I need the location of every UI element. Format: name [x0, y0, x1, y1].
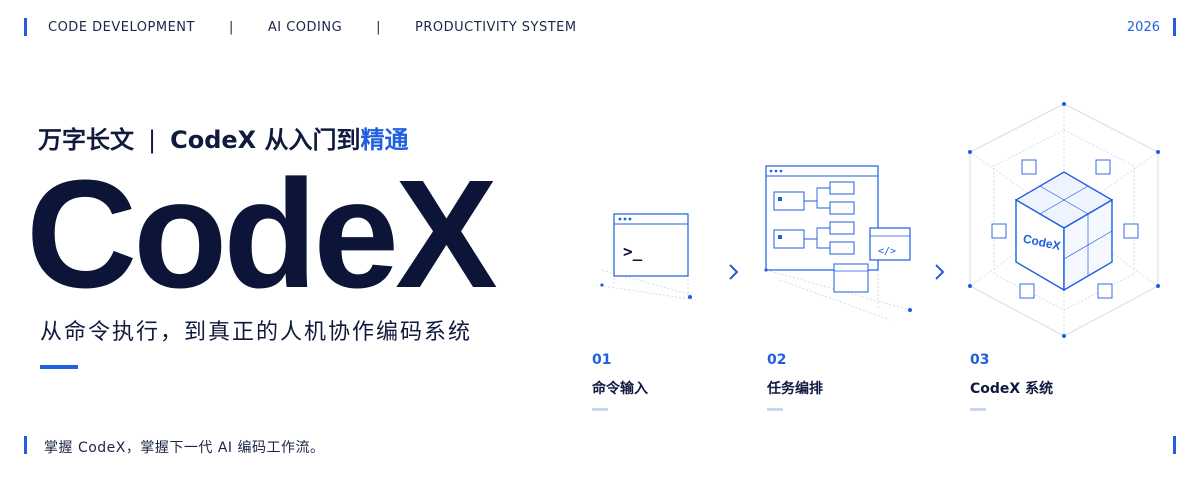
- hero-title: CodeX: [26, 148, 498, 320]
- subtitle-left: 万字长文: [38, 126, 134, 154]
- chevron-right-icon: [729, 264, 739, 280]
- footer-left-accent: [24, 436, 27, 454]
- nav-separator: |: [228, 20, 234, 35]
- step-underline: [592, 408, 608, 411]
- nav-item-code-development[interactable]: CODE DEVELOPMENT: [48, 20, 195, 35]
- tagline-underline: [40, 365, 78, 369]
- step-label: 命令输入: [592, 381, 648, 397]
- subtitle-right: CodeX 从入门到: [170, 126, 361, 154]
- year-label: 2026: [1126, 20, 1160, 35]
- top-right-accent: [1173, 18, 1176, 36]
- nav-item-productivity-system[interactable]: PRODUCTIVITY SYSTEM: [415, 20, 577, 35]
- footer-text: 掌握 CodeX，掌握下一代 AI 编码工作流。: [44, 440, 325, 456]
- step-2: 02 任务编排: [767, 352, 823, 411]
- chevron-right-icon: [935, 264, 945, 280]
- step-label: 任务编排: [767, 381, 823, 397]
- nav-separator: |: [376, 20, 382, 35]
- step-number: 03: [970, 352, 990, 368]
- page-subtitle: 万字长文 | CodeX 从入门到精通: [38, 120, 409, 155]
- subtitle-highlight: 精通: [360, 126, 409, 154]
- step-underline: [970, 408, 986, 411]
- codex-cube-icon: CodeX: [968, 102, 1160, 338]
- step-1: 01 命令输入: [592, 352, 648, 411]
- step-underline: [767, 408, 783, 411]
- code-tag: </>: [878, 246, 896, 257]
- step-number: 01: [592, 352, 612, 368]
- subtitle-divider: |: [148, 126, 157, 154]
- task-flow-icon: </>: [764, 165, 912, 321]
- top-left-accent: [24, 18, 27, 36]
- terminal-window-icon: >_: [596, 210, 697, 301]
- footer-right-accent: [1173, 436, 1176, 454]
- step-number: 02: [767, 352, 787, 368]
- step-3: 03 CodeX 系统: [970, 352, 1053, 411]
- nav-item-ai-coding[interactable]: AI CODING: [267, 20, 343, 35]
- top-nav: CODE DEVELOPMENT | AI CODING | PRODUCTIV…: [48, 20, 577, 35]
- step-label: CodeX 系统: [970, 381, 1054, 397]
- hero-tagline: 从命令执行，到真正的人机协作编码系统: [40, 320, 473, 345]
- terminal-prompt: >_: [623, 242, 643, 261]
